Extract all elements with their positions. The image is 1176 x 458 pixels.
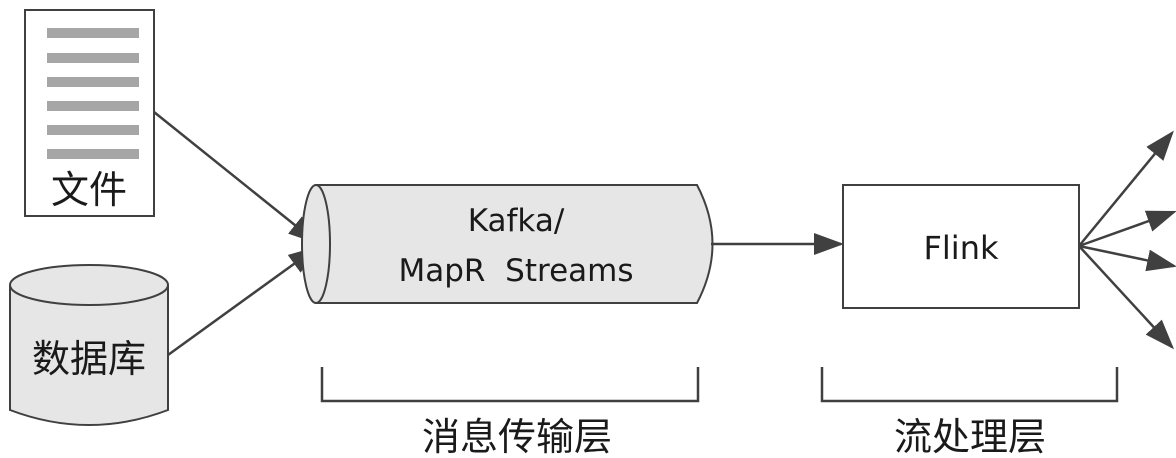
message-layer-bracket xyxy=(320,367,700,403)
database-label: 数据库 xyxy=(32,337,146,381)
flink-box xyxy=(842,184,1080,309)
stream-layer-bracket xyxy=(820,367,1119,403)
file-source-node: 文件 xyxy=(24,9,155,217)
flink-node: Flink xyxy=(842,184,1080,309)
file-document-shape xyxy=(24,9,155,217)
arrow-database-to-kafka xyxy=(167,246,319,357)
output-arrow-4 xyxy=(1078,245,1175,350)
kafka-label-line2: MapR Streams xyxy=(399,253,634,289)
output-arrow-1 xyxy=(1078,130,1174,247)
output-arrow-2 xyxy=(1078,210,1176,248)
flink-output-arrows xyxy=(1078,130,1176,350)
message-layer-label: 消息传输层 xyxy=(422,415,612,458)
kafka-label-line1: Kafka/ xyxy=(468,203,565,239)
stream-layer-label: 流处理层 xyxy=(894,415,1046,458)
database-cylinder-top xyxy=(9,264,169,306)
kafka-cylinder-shape xyxy=(315,184,714,304)
kafka-node: Kafka/ MapR Streams xyxy=(301,184,714,304)
file-label: 文件 xyxy=(51,168,127,212)
flink-label: Flink xyxy=(924,229,999,267)
arrow-file-to-kafka xyxy=(153,111,319,244)
stream-layer-group: 流处理层 xyxy=(820,367,1119,458)
output-arrow-3 xyxy=(1078,244,1176,272)
message-layer-group: 消息传输层 xyxy=(320,367,700,458)
kafka-cylinder-end xyxy=(301,184,331,304)
database-source-node: 数据库 xyxy=(9,264,169,426)
database-cylinder-shape xyxy=(9,285,169,426)
document-lines-icon xyxy=(47,28,139,159)
